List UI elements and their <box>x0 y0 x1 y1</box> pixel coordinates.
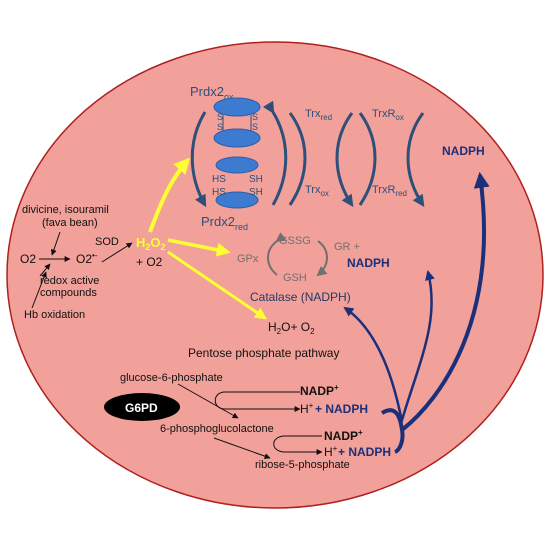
nadp-reduction-arrow-1 <box>214 391 301 412</box>
nadph-gr-label: NADPH <box>347 256 390 270</box>
g6p-to-pgl-arrow <box>177 383 239 419</box>
nadp-label-1: NADP+ <box>300 383 339 398</box>
trx-red-label: Trxred <box>305 108 332 122</box>
nadph-label-1: + NADPH <box>315 402 368 416</box>
hb-oxidation-label: Hb oxidation <box>24 309 85 321</box>
nadph-label-2: + NADPH <box>338 445 391 459</box>
redox-active-label: redox active <box>40 275 99 287</box>
nadph-to-catalase-arrow <box>343 306 404 423</box>
gpx-label: GPx <box>237 253 259 265</box>
r5p-label: ribose-5-phosphate <box>255 459 350 471</box>
nadph-join-curve-upper <box>380 408 404 431</box>
g6pd-label: G6PD <box>125 401 158 415</box>
prdx2-ox-label: Prdx2ox <box>190 84 234 102</box>
nadph-to-gr-arrow <box>400 270 435 421</box>
prdx-cycle-arc-right <box>262 100 288 206</box>
trx-ox-label: Trxox <box>305 184 329 198</box>
prdx2-red-monomer-bottom <box>215 191 259 209</box>
disulfide-s-3: S <box>252 112 258 122</box>
sod-label: SOD <box>95 236 119 248</box>
h2o2-to-gpx-arrow <box>167 238 231 257</box>
disulfide-s-1: S <box>217 112 223 122</box>
plus-o2-label: + O2 <box>136 255 163 269</box>
trx-cycle-arc-right <box>335 112 354 207</box>
trxr-red-label: TrxRred <box>372 184 407 198</box>
prdx2-ox-monomer-bottom <box>213 128 261 148</box>
disulfide-s-4: S <box>252 122 258 132</box>
h2o-o2-label: H2O+ O2 <box>268 320 315 336</box>
o2-left-label: O2 <box>20 252 36 266</box>
g6pd-enzyme-oval <box>104 393 180 421</box>
gssg-label: GSSG <box>279 235 311 247</box>
g6p-label: glucose-6-phosphate <box>120 372 223 384</box>
trxr-cycle-arc-right <box>406 112 425 207</box>
prdx2-ox-monomer-top <box>213 97 261 117</box>
h-label-1: H+ <box>300 401 314 416</box>
thiol-sh-2: SH <box>249 187 263 198</box>
catalase-label: Catalase (NADPH) <box>250 290 351 304</box>
nadph-join-curve-lower <box>393 429 405 454</box>
h-label-2: H+ <box>324 444 338 459</box>
nadp-reduction-arrow-2 <box>273 435 323 455</box>
h2o2-label: H2O2 <box>136 235 166 252</box>
trxr-cycle-arc-left <box>358 112 377 206</box>
prdx2-red-monomer-top <box>215 156 259 174</box>
gr-label: GR + <box>334 241 360 253</box>
ppp-title: Pentose phosphate pathway <box>188 346 339 360</box>
pgl-to-r5p-arrow <box>213 437 271 460</box>
pgl-label: 6-phosphoglucolactone <box>160 423 274 435</box>
gsh-cycle-arc-right <box>316 240 328 277</box>
thiol-sh-1: SH <box>249 174 263 185</box>
h2o2-to-prdx2-arrow <box>148 157 191 233</box>
nadph-to-trxr-arrow <box>400 171 490 432</box>
nadp-label-2: NADP+ <box>324 428 363 443</box>
nadph-top-label: NADPH <box>442 144 485 158</box>
superoxide-label: O2•- <box>76 251 98 266</box>
disulfide-s-2: S <box>217 122 223 132</box>
hb-arrow <box>31 271 47 309</box>
divicine-label: divicine, isouramil <box>22 204 109 216</box>
thiol-hs-1: HS <box>212 174 226 185</box>
sod-arrow <box>101 242 133 263</box>
gsh-cycle-arc-left <box>267 232 287 276</box>
thiol-hs-2: HS <box>212 187 226 198</box>
h2o2-to-catalase-arrow <box>167 250 267 320</box>
trxr-ox-label: TrxRox <box>372 108 404 122</box>
prdx2-red-label: Prdx2red <box>201 214 248 232</box>
prdx-cycle-arc-left <box>190 111 207 208</box>
compounds-label: compounds <box>40 287 97 299</box>
divicine-arrow <box>50 231 61 256</box>
fava-bean-label: (fava bean) <box>42 217 98 229</box>
trx-cycle-arc-left <box>288 112 307 206</box>
gsh-label: GSH <box>283 272 307 284</box>
